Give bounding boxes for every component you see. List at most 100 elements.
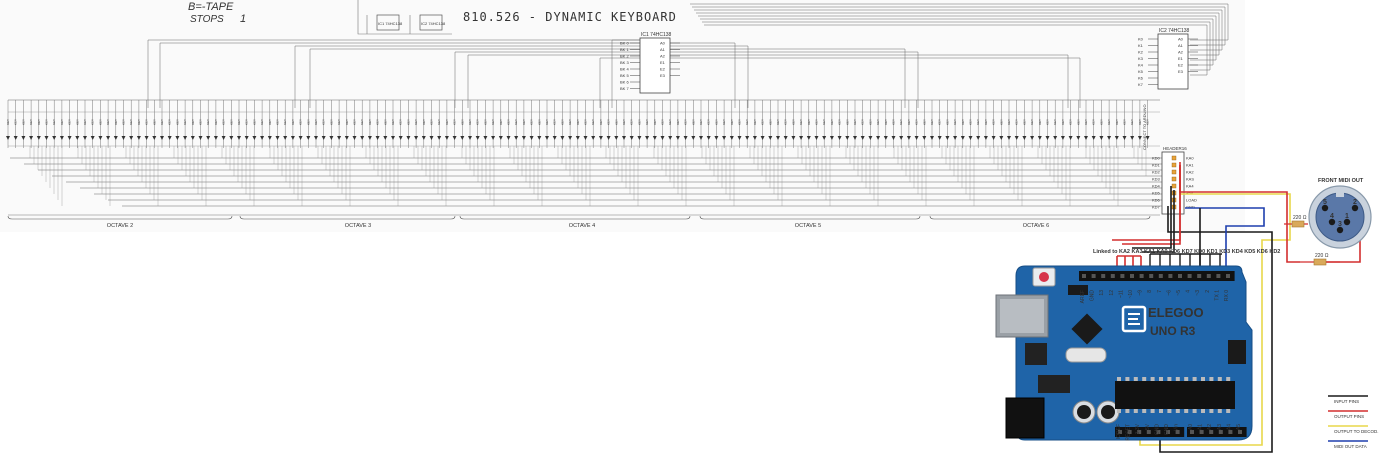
ic-pin-label: A2	[660, 54, 666, 59]
svg-text:KEY: KEY	[222, 119, 226, 125]
svg-text:KEY: KEY	[584, 119, 588, 125]
svg-text:KEY: KEY	[406, 119, 410, 125]
svg-text:KEY: KEY	[37, 119, 41, 125]
resistor-1: 220 Ω	[1284, 215, 1308, 228]
svg-text:KEY: KEY	[637, 119, 641, 125]
header-pin-right: GND	[1186, 205, 1195, 210]
ic-pin-label: BK 4	[620, 67, 629, 72]
ic-pin-label: BK 5	[620, 73, 629, 78]
reset-button-cap	[1039, 272, 1049, 282]
ic-pin-label: K4	[1138, 63, 1144, 68]
small-chip-2: IC2 74HC138	[419, 14, 446, 31]
ic-pin-label: BK 0	[620, 41, 629, 46]
svg-text:KEY: KEY	[329, 119, 333, 125]
header-pin-left: KD5	[1152, 191, 1161, 196]
ic-pin-label: BK 7	[620, 86, 629, 91]
svg-text:KEY: KEY	[1038, 119, 1042, 125]
board-brand: ELEGOO	[1148, 305, 1204, 320]
svg-text:KEY: KEY	[568, 119, 572, 125]
svg-text:KEY: KEY	[29, 119, 33, 125]
header-pin-right: KA2	[1186, 170, 1194, 175]
svg-text:KEY: KEY	[383, 119, 387, 125]
header-pin-label: 8	[1147, 290, 1153, 293]
small-chip-1: IC1 74HC138	[376, 14, 403, 31]
power-jack	[1005, 397, 1045, 439]
handwritten-note-2: STOPS	[190, 14, 224, 25]
svg-text:KEY: KEY	[276, 119, 280, 125]
header-connector: HEADER16 CONNECT TO ARDUINO KD0KD1KD2KD3…	[1142, 104, 1197, 215]
svg-text:KEY: KEY	[1061, 119, 1065, 125]
midi-label: FRONT MIDI OUT	[1318, 178, 1364, 184]
svg-text:KEY: KEY	[530, 119, 534, 125]
header-pin-label: A1	[1198, 424, 1204, 430]
midi-pin-label: 5	[1323, 199, 1327, 206]
svg-text:KEY: KEY	[199, 119, 203, 125]
crystal	[1065, 347, 1107, 363]
svg-text:KEY: KEY	[1092, 119, 1096, 125]
header-pin-label: A5	[1236, 424, 1242, 430]
midi-pin-label: 4	[1330, 213, 1334, 220]
svg-text:KEY: KEY	[707, 119, 711, 125]
svg-text:KEY: KEY	[892, 119, 896, 125]
header-pin-right: +5V	[1186, 191, 1194, 196]
usb-chip	[1071, 313, 1103, 345]
svg-text:KEY: KEY	[822, 119, 826, 125]
svg-text:KEY: KEY	[969, 119, 973, 125]
svg-text:KEY: KEY	[45, 119, 49, 125]
svg-text:KEY: KEY	[745, 119, 749, 125]
ic-pin-label: E2	[660, 67, 666, 72]
svg-text:KEY: KEY	[1123, 119, 1127, 125]
svg-text:KEY: KEY	[1076, 119, 1080, 125]
svg-text:KEY: KEY	[191, 119, 195, 125]
svg-text:KEY: KEY	[368, 119, 372, 125]
scanned-schematic	[0, 0, 1245, 232]
ic-pin-label: BK 1	[620, 47, 629, 52]
svg-text:KEY: KEY	[360, 119, 364, 125]
legend-label: MIDI OUT DATA	[1334, 444, 1367, 449]
svg-text:KEY: KEY	[283, 119, 287, 125]
ic-pin-label: A1	[660, 47, 666, 52]
midi-pin-label: 2	[1353, 199, 1357, 206]
wire-blue-midi	[1185, 207, 1265, 276]
svg-text:KEY: KEY	[21, 119, 25, 125]
header-pin-label: GND	[1164, 424, 1170, 436]
svg-text:KEY: KEY	[1069, 119, 1073, 125]
svg-text:KEY: KEY	[907, 119, 911, 125]
svg-text:KEY: KEY	[884, 119, 888, 125]
svg-text:KEY: KEY	[507, 119, 511, 125]
svg-text:IC1 74HC138: IC1 74HC138	[378, 21, 403, 26]
atmega-chip	[1115, 381, 1235, 409]
svg-text:KEY: KEY	[807, 119, 811, 125]
svg-text:KEY: KEY	[91, 119, 95, 125]
octave-label: OCTAVE 2	[107, 223, 133, 229]
svg-text:KEY: KEY	[175, 119, 179, 125]
svg-text:KEY: KEY	[399, 119, 403, 125]
svg-text:KEY: KEY	[868, 119, 872, 125]
elegoo-logo-mark	[1121, 305, 1147, 333]
svg-text:KEY: KEY	[753, 119, 757, 125]
ic-pin-label: K6	[1138, 76, 1144, 81]
svg-text:KEY: KEY	[845, 119, 849, 125]
header-pin-right: LOAD	[1186, 198, 1197, 203]
svg-text:KEY: KEY	[376, 119, 380, 125]
ic-pin-label: E3	[1178, 69, 1184, 74]
header-pin-label: ~9	[1138, 290, 1144, 296]
svg-text:KEY: KEY	[614, 119, 618, 125]
svg-text:KEY: KEY	[306, 119, 310, 125]
header-pin-left: KD2	[1152, 170, 1161, 175]
svg-text:KEY: KEY	[976, 119, 980, 125]
svg-text:KEY: KEY	[838, 119, 842, 125]
svg-text:KEY: KEY	[422, 119, 426, 125]
header-pin-label: GND	[1090, 290, 1096, 302]
svg-text:KEY: KEY	[1015, 119, 1019, 125]
svg-text:IC2 74HC138: IC2 74HC138	[1159, 28, 1190, 34]
octave-label: OCTAVE 6	[1023, 223, 1049, 229]
svg-text:KEY: KEY	[761, 119, 765, 125]
octave-label: OCTAVE 4	[569, 223, 595, 229]
svg-text:KEY: KEY	[738, 119, 742, 125]
svg-text:KEY: KEY	[337, 119, 341, 125]
svg-text:KEY: KEY	[999, 119, 1003, 125]
